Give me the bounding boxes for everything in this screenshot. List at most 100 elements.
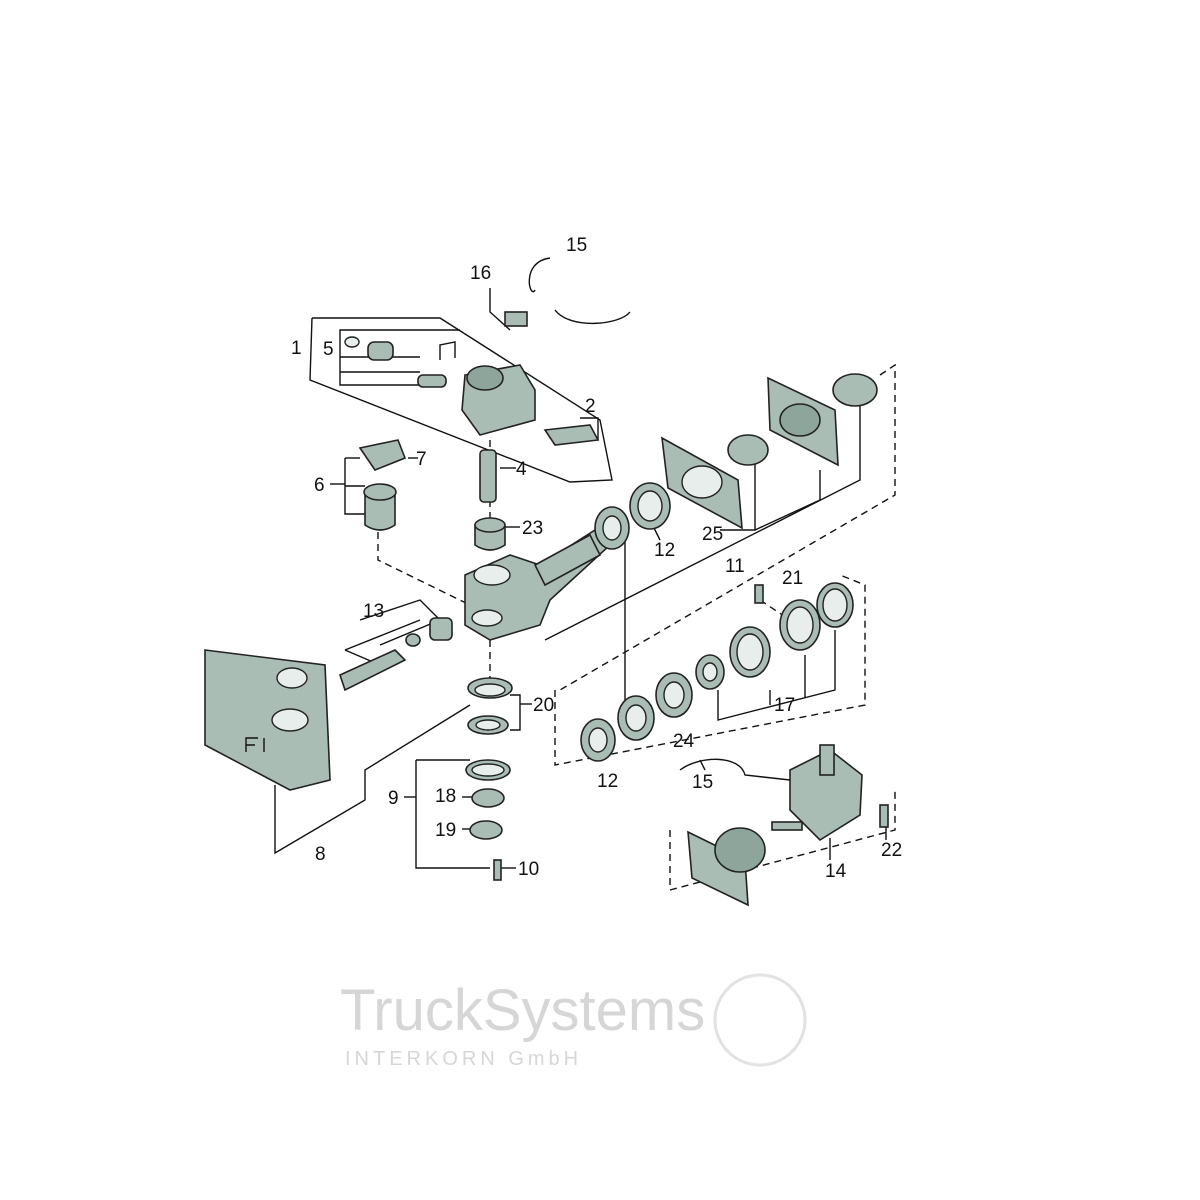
callout-23: 23 bbox=[522, 518, 543, 539]
diagram-shape bbox=[699, 759, 706, 771]
callout-2: 2 bbox=[585, 396, 596, 417]
callout-9: 9 bbox=[388, 788, 399, 809]
diagram-shape bbox=[822, 588, 848, 622]
diagram-shape bbox=[271, 708, 309, 732]
diagram-shape bbox=[879, 804, 889, 828]
watermark-logo-ring bbox=[713, 973, 807, 1067]
callout-20: 20 bbox=[533, 695, 554, 716]
watermark-brand: TruckSystems bbox=[340, 978, 705, 1043]
jaw-logo-mark bbox=[245, 737, 265, 752]
diagram-shape bbox=[754, 584, 764, 604]
diagram-shape bbox=[681, 465, 723, 499]
callout-18: 18 bbox=[435, 786, 456, 807]
lever-part bbox=[543, 424, 600, 446]
diagram-shape bbox=[625, 704, 647, 732]
diagram-shape bbox=[679, 758, 791, 781]
callout-6: 6 bbox=[314, 475, 325, 496]
callout-14: 14 bbox=[825, 861, 847, 882]
diagram-shape bbox=[359, 599, 442, 646]
diagram-shape bbox=[832, 373, 878, 407]
callout-labels: 15 16 1 5 2 7 4 6 23 12 25 11 21 13 20 1… bbox=[291, 235, 902, 882]
bolt-part bbox=[339, 649, 407, 692]
pin-part bbox=[367, 341, 394, 361]
diagram-shape bbox=[274, 704, 471, 855]
diagram-shape bbox=[602, 515, 622, 541]
diagram-shape bbox=[363, 483, 397, 501]
diagram-shape bbox=[415, 760, 490, 869]
callout-16: 16 bbox=[470, 263, 491, 284]
diagram-shape bbox=[771, 821, 803, 831]
diagram-shape bbox=[669, 790, 896, 891]
diagram-shape bbox=[276, 667, 308, 689]
callout-17: 17 bbox=[774, 695, 795, 716]
diagram-shape bbox=[474, 683, 506, 697]
diagram-shape bbox=[474, 517, 506, 533]
parts bbox=[204, 257, 889, 907]
diagram-shape bbox=[439, 341, 456, 360]
watermark: TruckSystems INTERKORN GmbH bbox=[340, 973, 807, 1070]
diagram-shape bbox=[702, 662, 718, 682]
diagram-shape bbox=[493, 859, 502, 881]
bushing-part bbox=[364, 494, 396, 531]
diagram-shape bbox=[819, 744, 835, 776]
diagram-shape bbox=[309, 317, 613, 483]
pin-4-part bbox=[479, 449, 497, 503]
diagram-shape bbox=[377, 532, 471, 606]
diagram-shape bbox=[663, 681, 685, 709]
callout-10: 10 bbox=[518, 859, 539, 880]
callout-15-top: 15 bbox=[566, 235, 587, 256]
cable-part bbox=[528, 257, 551, 293]
diagram-shape bbox=[637, 490, 663, 522]
callout-12-bottom: 12 bbox=[597, 771, 618, 792]
diagram-shape bbox=[580, 417, 599, 440]
connector-part bbox=[504, 311, 528, 327]
callout-22: 22 bbox=[881, 840, 902, 861]
diagram-shape bbox=[344, 458, 365, 515]
diagram-shape bbox=[779, 403, 821, 437]
diagram-shape bbox=[475, 719, 501, 731]
callout-15-bottom: 15 bbox=[692, 772, 713, 793]
diagram-shape bbox=[717, 630, 836, 721]
diagram-shape bbox=[533, 533, 602, 587]
callout-11: 11 bbox=[725, 556, 745, 577]
diagram-shape bbox=[554, 574, 866, 766]
callout-7: 7 bbox=[416, 449, 427, 470]
watermark-company: INTERKORN GmbH bbox=[345, 1048, 582, 1070]
diagram-shape bbox=[588, 727, 608, 753]
diagram-shape bbox=[471, 763, 505, 777]
diagram-shape bbox=[736, 633, 764, 671]
diagram-shape bbox=[544, 380, 861, 641]
diagram-shape bbox=[417, 374, 447, 388]
diagram-shape bbox=[714, 827, 766, 873]
diagram-shape bbox=[466, 365, 504, 391]
diagram-shape bbox=[471, 609, 503, 627]
diagram-shape bbox=[786, 606, 814, 644]
callout-25: 25 bbox=[702, 524, 723, 545]
plate-part bbox=[358, 439, 407, 471]
diagram-shape bbox=[344, 336, 360, 348]
diagram-shape bbox=[339, 329, 460, 386]
diagram-shape bbox=[469, 820, 503, 840]
diagram-shape bbox=[344, 619, 421, 651]
diagram-shape bbox=[727, 434, 769, 466]
callout-24: 24 bbox=[673, 731, 695, 752]
callout-1: 1 bbox=[291, 338, 302, 359]
diagram-shape bbox=[510, 694, 521, 731]
diagram-shape bbox=[554, 309, 631, 325]
callout-5: 5 bbox=[323, 339, 334, 360]
diagram-shape bbox=[405, 633, 421, 647]
diagram-shape bbox=[559, 363, 896, 691]
diagram-shape bbox=[429, 617, 453, 641]
diagram-shape bbox=[473, 564, 511, 586]
callout-13: 13 bbox=[363, 601, 384, 622]
callout-4: 4 bbox=[516, 459, 527, 480]
callout-21: 21 bbox=[782, 568, 803, 589]
callout-12-top: 12 bbox=[654, 540, 675, 561]
diagram-shape bbox=[754, 470, 821, 531]
callout-8: 8 bbox=[315, 844, 326, 865]
diagram-shape bbox=[471, 788, 505, 808]
callout-19: 19 bbox=[435, 820, 456, 841]
diagram-shape bbox=[489, 288, 511, 331]
